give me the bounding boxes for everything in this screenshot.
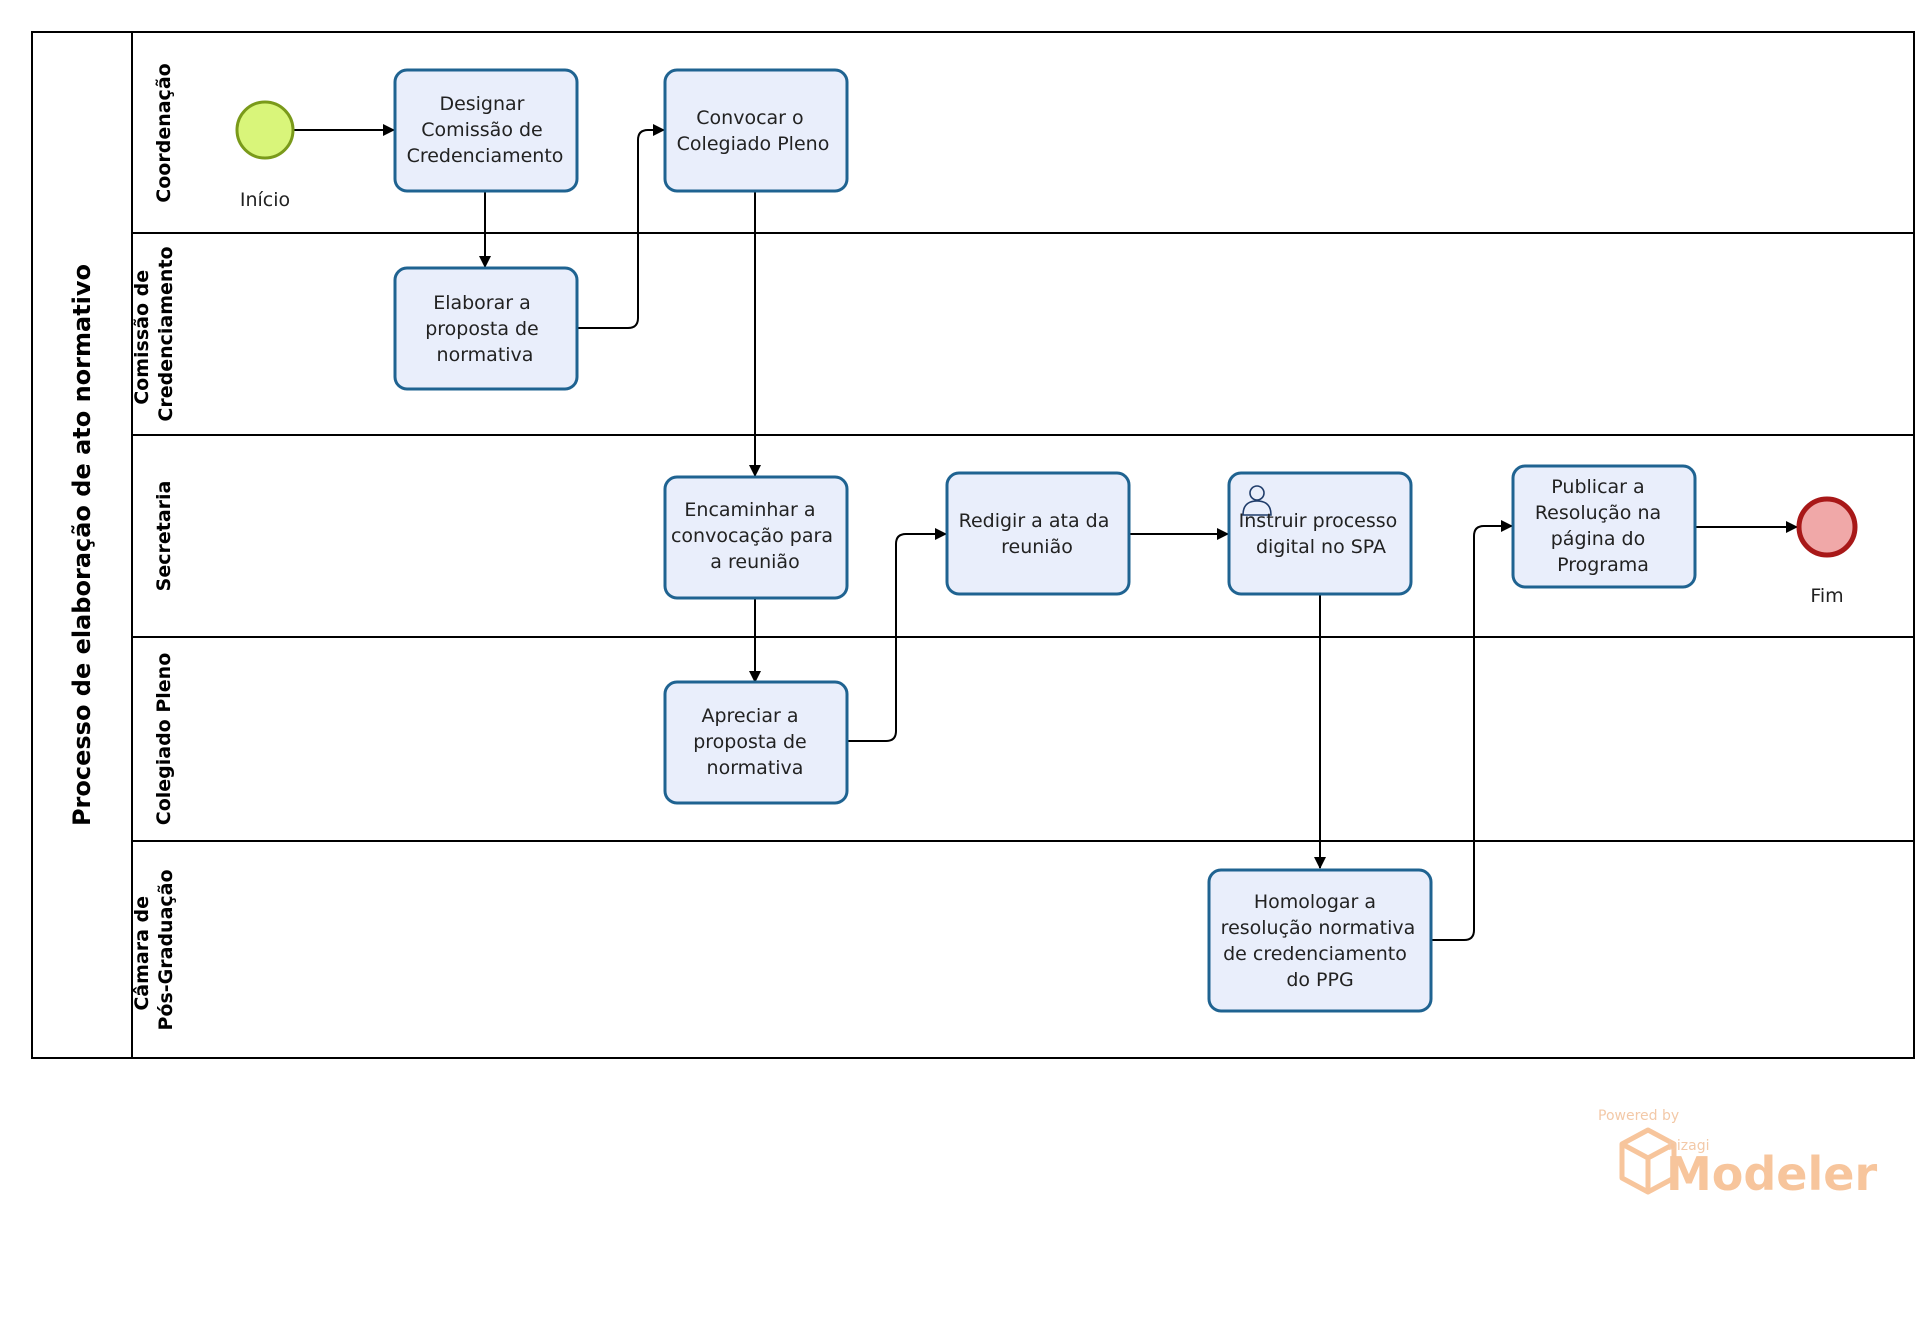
task-label: resolução normativa (1221, 917, 1416, 939)
start-event-circle (235, 100, 295, 160)
lane-secretaria: Secretaria (153, 481, 175, 592)
task-label: de credenciamento (1223, 943, 1407, 965)
svg-text:Elaborar a proposta de: Elaborar a proposta de normativa (425, 292, 545, 366)
bizagi-watermark: Powered by bizagi Modeler (1598, 1108, 1877, 1201)
bizagi-logo-icon (1619, 1127, 1677, 1195)
task-label: do PPG (1286, 969, 1353, 991)
task-label: Homologar a (1254, 891, 1376, 913)
lane-coordenacao: Coordenação (153, 63, 175, 202)
task-box (945, 471, 1131, 596)
task-box (1511, 464, 1697, 589)
task-label: Convocar o (696, 107, 803, 129)
task-redigir[interactable]: Redigir a ata da reunião (945, 471, 1131, 596)
task-label: proposta de (425, 318, 539, 340)
task-instruir[interactable]: Instruir processo digital no SPA (1227, 471, 1413, 596)
task-label: Comissão de (421, 119, 543, 141)
watermark-product-text: Modeler (1666, 1147, 1877, 1201)
lane-label: Comissão de (131, 270, 153, 405)
lane-label: Colegiado Pleno (153, 653, 175, 826)
task-box (1207, 868, 1433, 1013)
flow-elaborar-convocar (577, 124, 665, 329)
lane-label: Câmara de (131, 896, 153, 1011)
task-label: Elaborar a (433, 292, 531, 314)
svg-text:Apreciar a proposta de: Apreciar a proposta de normativa (693, 705, 813, 779)
flow-apreciar-redigir (846, 528, 947, 742)
task-label: Colegiado Pleno (677, 133, 830, 155)
task-encaminhar[interactable]: Encaminhar a convocação para a reunião (663, 475, 849, 600)
task-label: digital no SPA (1256, 536, 1386, 558)
task-label: normativa (437, 344, 534, 366)
pool-title: Processo de elaboração de ato normativo (68, 264, 96, 826)
task-label: Publicar a (1551, 476, 1644, 498)
lane-label: Secretaria (153, 481, 175, 592)
svg-text:Instruir processo digita: Instruir processo digital no SPA (1239, 510, 1404, 558)
task-label: normativa (707, 757, 804, 779)
task-elaborar[interactable]: Elaborar a proposta de normativa (393, 266, 579, 391)
task-box (1227, 471, 1413, 596)
svg-text:Redigir a ata da reunião: Redigir a ata da reunião (959, 510, 1116, 558)
lane-label: Coordenação (153, 63, 175, 202)
lane-comissao: Comissão de Credenciamento (131, 246, 177, 421)
svg-text:Homologar a resolução no: Homologar a resolução normativa de crede… (1221, 891, 1422, 991)
end-event-circle (1796, 496, 1858, 558)
lane-camara: Câmara de Pós-Graduação (131, 869, 177, 1030)
start-event[interactable]: Início (235, 100, 295, 211)
svg-text:Câmara de Pós-Graduaçã: Câmara de Pós-Graduação (131, 869, 177, 1030)
task-label: Programa (1557, 554, 1649, 576)
task-label: convocação para (671, 525, 833, 547)
task-box (663, 680, 849, 805)
task-homologar[interactable]: Homologar a resolução normativa de crede… (1207, 868, 1433, 1013)
task-label: Instruir processo (1239, 510, 1398, 532)
flow-homologar-publicar (1432, 520, 1513, 941)
lanes: Coordenação Comissão de Credenciamento S… (131, 63, 1914, 1031)
task-label: Apreciar a (701, 705, 798, 727)
task-box (663, 68, 849, 193)
task-label: Designar (439, 93, 524, 115)
task-box (393, 68, 579, 193)
lane-label: Credenciamento (155, 246, 177, 421)
svg-text:Convocar o Colegiado Ple: Convocar o Colegiado Pleno (677, 107, 830, 155)
svg-text:Designar Comissão de: Designar Comissão de Credenciamento (407, 93, 564, 167)
task-designar[interactable]: Designar Comissão de Credenciamento (393, 68, 579, 193)
lane-label: Pós-Graduação (155, 869, 177, 1030)
task-label: Resolução na (1535, 502, 1661, 524)
task-label: a reunião (710, 551, 799, 573)
task-publicar[interactable]: Publicar a Resolução na página do Progra… (1511, 464, 1697, 589)
start-event-label: Início (240, 189, 290, 211)
watermark-powered-text: Powered by (1598, 1108, 1679, 1124)
task-label: Credenciamento (407, 145, 564, 167)
task-box (393, 266, 579, 391)
task-convocar[interactable]: Convocar o Colegiado Pleno (663, 68, 849, 193)
task-label: Redigir a ata da (959, 510, 1110, 532)
sequence-flows (294, 124, 1798, 941)
svg-text:Encaminhar a convocação: Encaminhar a convocação para a reunião (671, 499, 839, 573)
task-box (663, 475, 849, 600)
svg-text:Comissão de Credenciam: Comissão de Credenciamento (131, 246, 177, 421)
lane-colegiado: Colegiado Pleno (153, 653, 175, 826)
end-event-label: Fim (1810, 585, 1843, 607)
watermark-brand-text: bizagi (1668, 1138, 1709, 1154)
task-label: Encaminhar a (684, 499, 815, 521)
task-label: página do (1551, 528, 1645, 550)
svg-text:Publicar a Resolução na: Publicar a Resolução na página do Progra… (1535, 476, 1667, 576)
user-task-icon (1242, 485, 1272, 516)
task-apreciar[interactable]: Apreciar a proposta de normativa (663, 680, 849, 805)
task-label: proposta de (693, 731, 807, 753)
end-event[interactable]: Fim (1796, 496, 1858, 607)
task-label: reunião (1001, 536, 1073, 558)
